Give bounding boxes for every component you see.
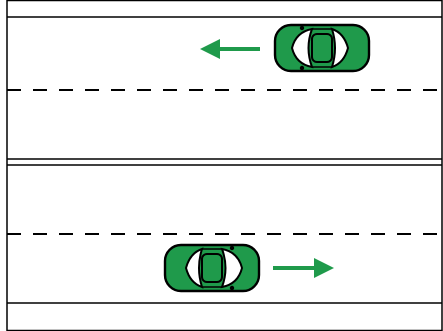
- car-icon: [163, 243, 261, 293]
- arrow-left-icon: [200, 39, 260, 59]
- car-icon: [273, 23, 371, 73]
- arrow-right-icon: [273, 258, 334, 278]
